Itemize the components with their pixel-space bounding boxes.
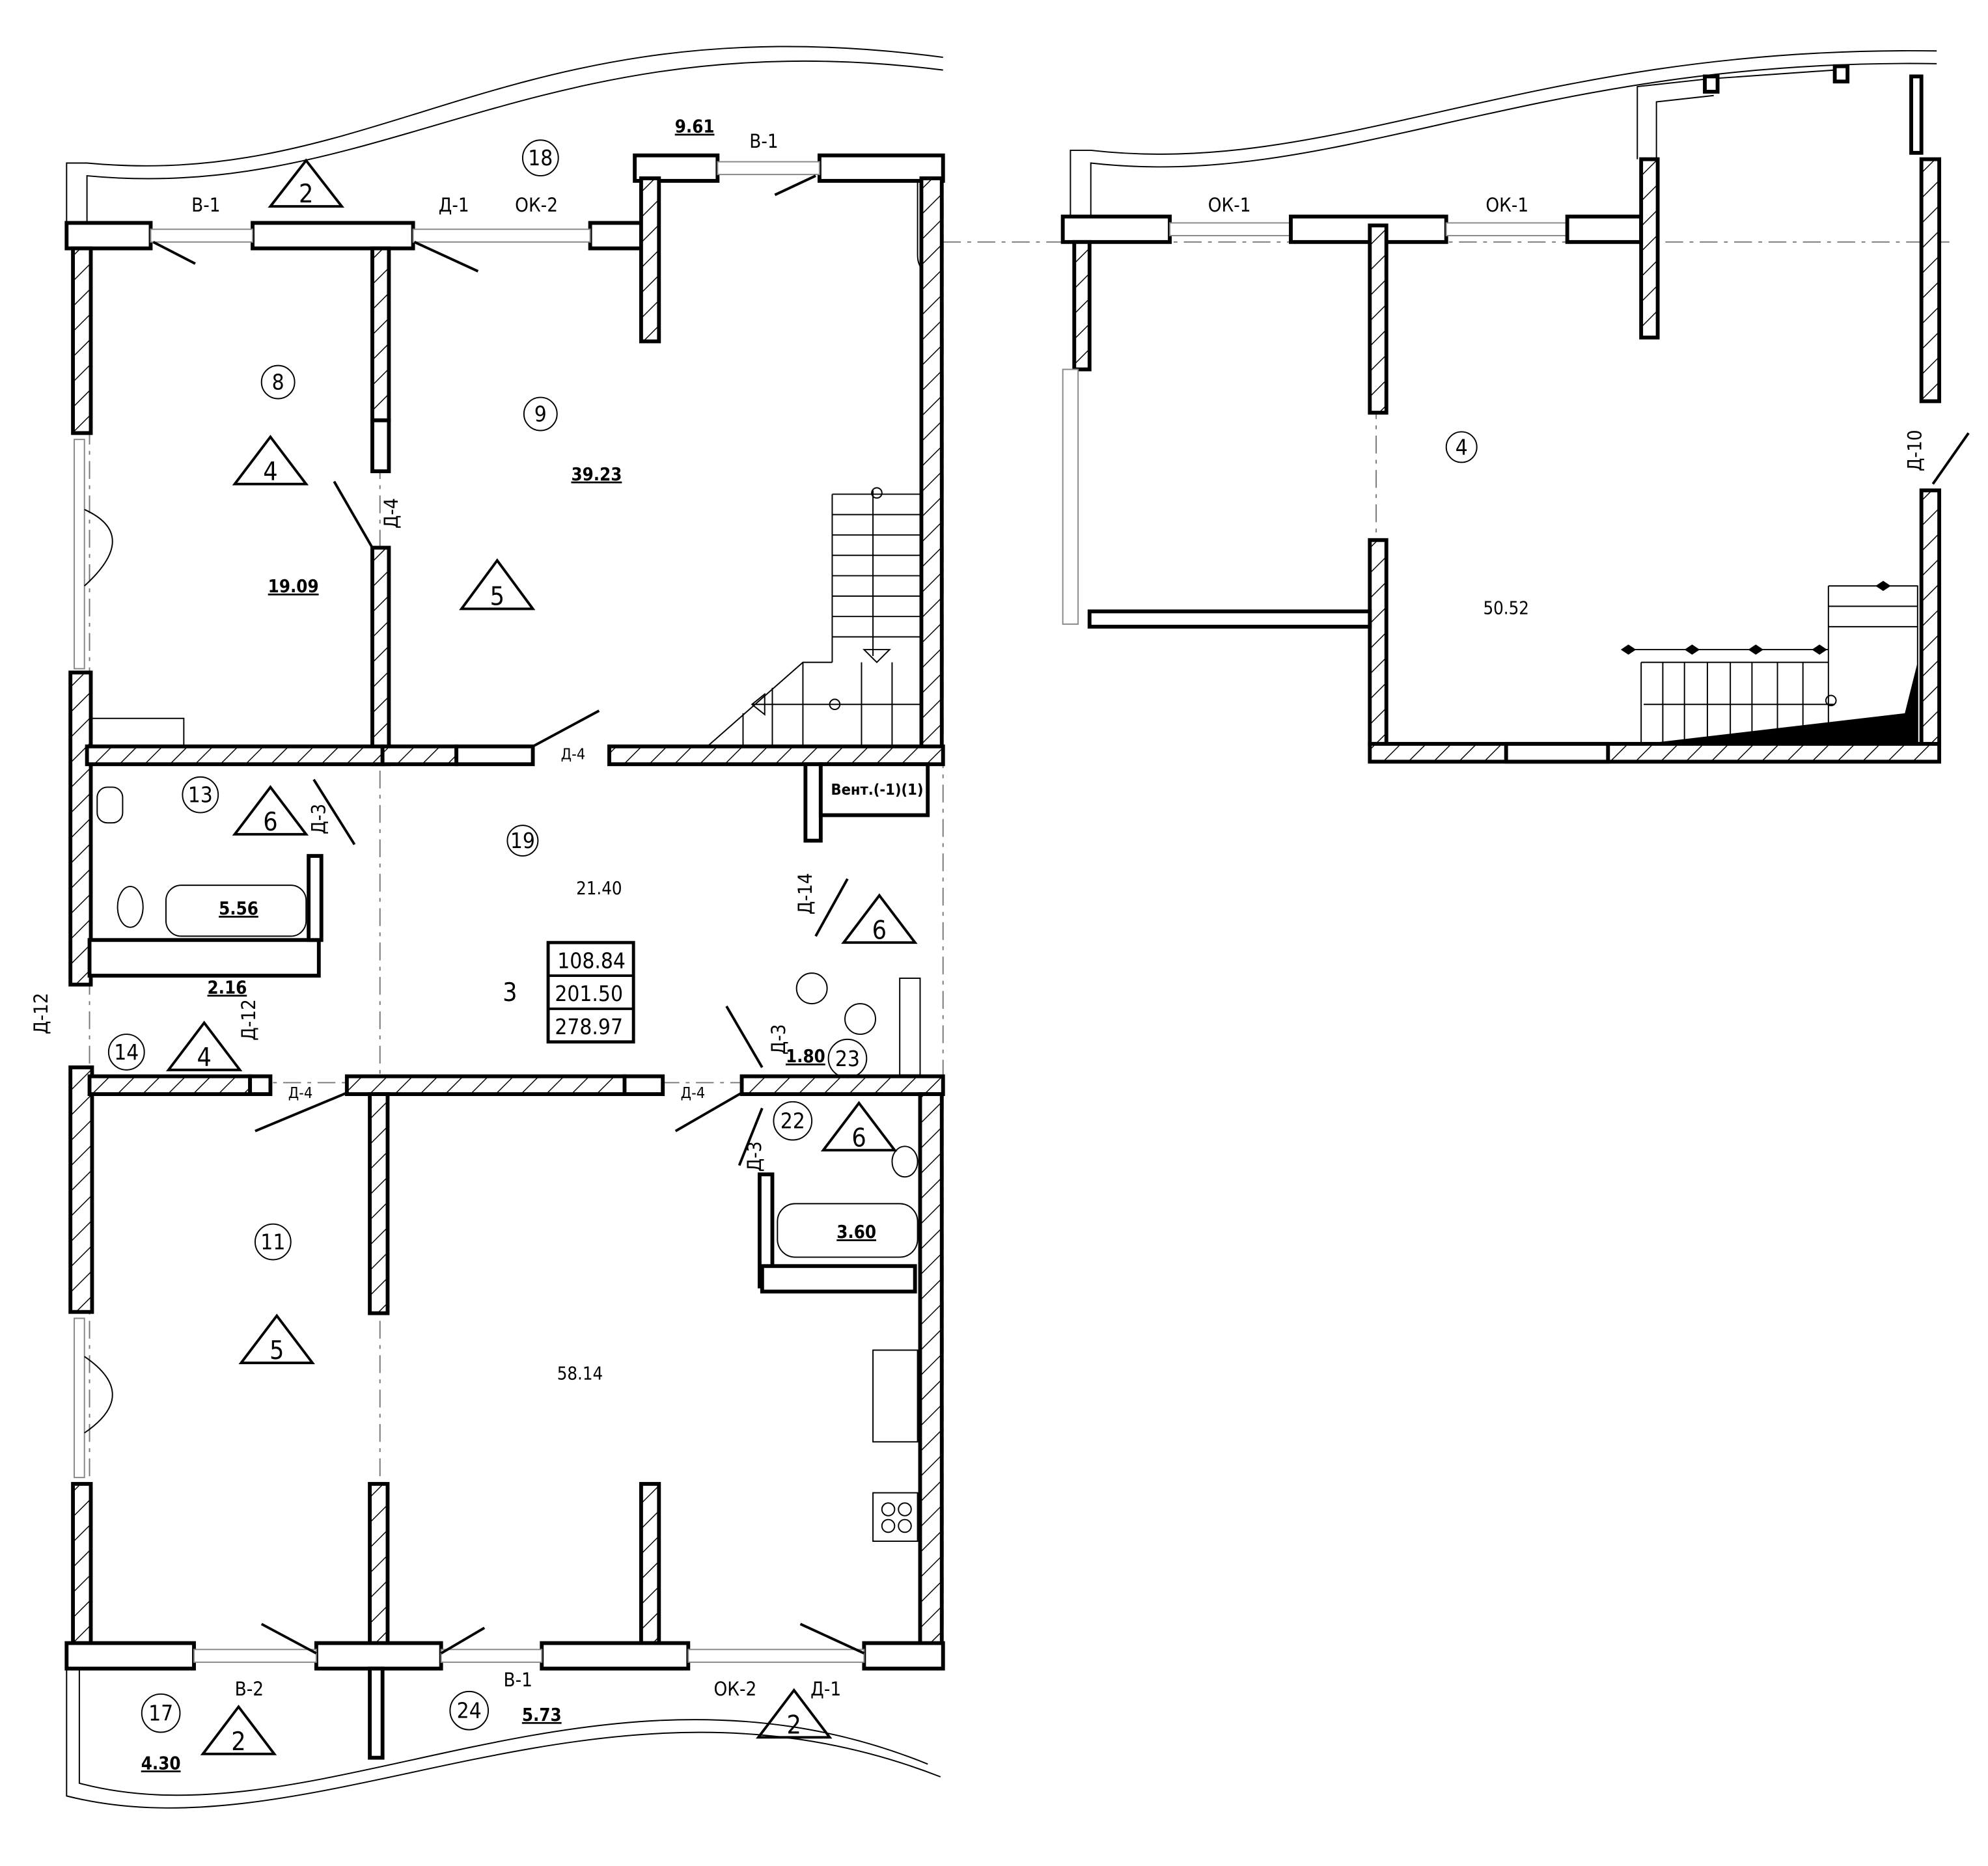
svg-text:23: 23 <box>835 1046 860 1071</box>
svg-text:24: 24 <box>457 1698 482 1723</box>
svg-text:58.14: 58.14 <box>557 1364 603 1384</box>
triangle-marker: 6 <box>232 785 309 837</box>
axis-lines <box>76 165 1950 1656</box>
opening-labels: В-1 Д-1 ОК-2 В-1 Д-4 Д-4 Д-3 Д-14 Д-12 Д… <box>30 130 1926 1700</box>
svg-text:21.40: 21.40 <box>576 879 622 899</box>
svg-text:Д-3: Д-3 <box>767 1024 790 1054</box>
svg-text:14: 14 <box>114 1039 139 1065</box>
svg-text:4: 4 <box>197 1043 211 1073</box>
room-living: 58.14 <box>557 1364 603 1384</box>
triangle-marker: 2 <box>200 1705 277 1757</box>
svg-text:4.30: 4.30 <box>141 1753 181 1774</box>
svg-text:278.97: 278.97 <box>555 1014 623 1039</box>
svg-text:Д-3: Д-3 <box>743 1141 766 1172</box>
svg-text:Д-4: Д-4 <box>380 498 402 528</box>
svg-text:Д-12: Д-12 <box>238 999 260 1041</box>
svg-text:В-1: В-1 <box>749 130 778 152</box>
room-19: 19 21.40 <box>506 825 622 899</box>
triangle-marker: 6 <box>820 1101 898 1153</box>
vent-label: Вент.(-1)(1) <box>831 780 924 799</box>
room-4: 450.52 <box>1445 431 1529 618</box>
svg-text:5.73: 5.73 <box>522 1705 562 1725</box>
svg-text:5: 5 <box>269 1336 284 1365</box>
svg-text:201.50: 201.50 <box>555 981 623 1006</box>
svg-text:2: 2 <box>231 1727 245 1757</box>
svg-text:1.80: 1.80 <box>786 1047 825 1067</box>
svg-text:9: 9 <box>534 402 547 427</box>
room-11: 11 <box>254 1223 292 1261</box>
svg-text:3: 3 <box>503 978 517 1008</box>
svg-text:Д-4: Д-4 <box>561 745 586 763</box>
svg-text:Д-14: Д-14 <box>794 873 816 914</box>
svg-text:5.56: 5.56 <box>219 899 258 919</box>
svg-text:13: 13 <box>188 782 213 808</box>
svg-text:Д-1: Д-1 <box>810 1678 841 1700</box>
svg-text:19: 19 <box>510 828 535 853</box>
svg-text:ОК-2: ОК-2 <box>713 1678 756 1700</box>
svg-text:9.61: 9.61 <box>675 117 715 137</box>
staircase-left <box>707 487 922 747</box>
svg-text:8: 8 <box>272 370 284 395</box>
door-swings <box>152 174 1970 1654</box>
svg-text:2: 2 <box>299 180 313 209</box>
svg-text:ОК-1: ОК-1 <box>1485 194 1528 216</box>
triangle-marker: 4 <box>232 435 309 487</box>
svg-text:50.52: 50.52 <box>1483 598 1528 618</box>
svg-text:6: 6 <box>851 1123 866 1153</box>
room-17: 174.30 <box>141 1693 181 1774</box>
triangle-marker: 2 <box>756 1688 833 1740</box>
room-8: 819.09 <box>260 364 319 597</box>
room-22: 223.60 <box>773 1101 876 1242</box>
svg-text:4: 4 <box>263 458 277 487</box>
triangle-marker: 5 <box>459 558 536 612</box>
svg-text:В-2: В-2 <box>235 1678 264 1700</box>
finish-markers: 2 4 5 6 4 6 6 5 2 2 <box>165 158 918 1757</box>
svg-text:39.23: 39.23 <box>571 465 622 485</box>
room-9: 939.23 <box>523 396 622 485</box>
windows-left-plan <box>74 161 865 1663</box>
svg-text:4: 4 <box>1456 434 1468 460</box>
svg-text:17: 17 <box>148 1701 173 1726</box>
svg-text:Д-1: Д-1 <box>439 194 469 216</box>
svg-text:11: 11 <box>260 1229 285 1255</box>
svg-text:Д-4: Д-4 <box>288 1084 313 1102</box>
walls-right-plan <box>1060 49 1942 764</box>
room-23: 231.80 <box>786 1038 868 1078</box>
svg-text:3.60: 3.60 <box>836 1222 876 1242</box>
svg-text:Д-4: Д-4 <box>681 1084 706 1102</box>
triangle-marker: 5 <box>238 1313 315 1365</box>
walls-left-plan <box>64 153 945 1760</box>
svg-text:108.84: 108.84 <box>557 948 626 973</box>
svg-text:5: 5 <box>490 583 504 612</box>
triangle-marker: 2 <box>268 158 345 209</box>
svg-text:18: 18 <box>528 145 553 171</box>
svg-text:2: 2 <box>787 1710 801 1740</box>
svg-text:Д-10: Д-10 <box>1904 430 1926 471</box>
triangle-marker: 4 <box>165 1021 243 1073</box>
svg-text:6: 6 <box>872 916 887 945</box>
svg-text:Д-12: Д-12 <box>30 993 52 1034</box>
svg-text:В-1: В-1 <box>504 1669 532 1691</box>
svg-text:22: 22 <box>780 1108 805 1134</box>
svg-text:19.09: 19.09 <box>268 577 319 597</box>
svg-text:В-1: В-1 <box>191 194 220 216</box>
room-13: 135.56 <box>182 776 258 919</box>
svg-text:6: 6 <box>263 808 277 837</box>
bathroom-fixtures <box>96 786 921 1542</box>
svg-text:Д-3: Д-3 <box>308 804 330 834</box>
room-18: 189.61 <box>521 117 715 177</box>
apartment-summary: 3 108.84 201.50 278.97 <box>503 940 635 1044</box>
room-14: 142.16 <box>107 978 247 1071</box>
svg-text:2.16: 2.16 <box>208 978 247 998</box>
svg-text:ОК-2: ОК-2 <box>515 194 558 216</box>
triangle-marker: 6 <box>841 893 918 945</box>
svg-text:ОК-1: ОК-1 <box>1208 194 1251 216</box>
